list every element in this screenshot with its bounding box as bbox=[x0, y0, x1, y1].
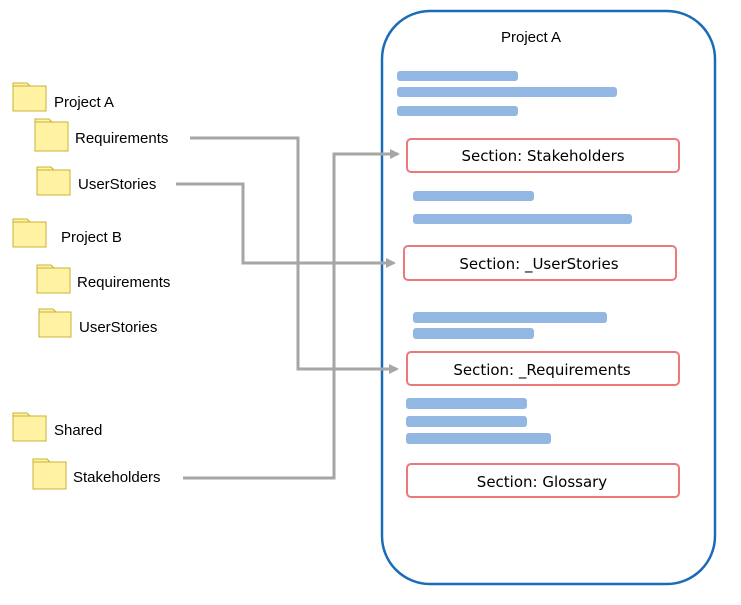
folder-icon bbox=[36, 166, 71, 196]
folder-label-stakeholders: Stakeholders bbox=[73, 469, 161, 486]
section-box bbox=[406, 351, 680, 386]
section-label: Section: Stakeholders bbox=[461, 147, 624, 165]
arrow-requirements-to-section bbox=[190, 136, 399, 374]
section-label: Section: _UserStories bbox=[459, 255, 618, 274]
folder-icon bbox=[12, 218, 47, 248]
text-line-placeholder bbox=[413, 328, 534, 339]
folder-icon bbox=[32, 458, 67, 490]
folder-label-userstories: UserStories bbox=[79, 319, 157, 336]
section-box bbox=[406, 463, 680, 498]
folder-project-b[interactable]: Project B bbox=[12, 218, 122, 248]
folder-tree: Project A Requirements UserStories Proje… bbox=[12, 82, 170, 490]
text-line-placeholder bbox=[413, 191, 534, 201]
text-line-placeholder bbox=[397, 106, 518, 116]
text-line-placeholder bbox=[406, 433, 551, 444]
folder-shared[interactable]: Shared bbox=[12, 412, 102, 442]
folder-project-a[interactable]: Project A bbox=[12, 82, 114, 112]
section-label: Section: Glossary bbox=[477, 473, 608, 491]
text-line-placeholder bbox=[406, 398, 527, 409]
folder-label-userstories: UserStories bbox=[78, 176, 156, 193]
folder-label-shared: Shared bbox=[54, 422, 102, 439]
section-userstories[interactable]: Section: _UserStories bbox=[403, 245, 677, 281]
section-requirements[interactable]: Section: _Requirements bbox=[406, 351, 680, 386]
folder-label-requirements: Requirements bbox=[77, 274, 170, 291]
text-line-placeholder bbox=[413, 214, 632, 224]
folder-shared-stakeholders[interactable]: Stakeholders bbox=[32, 458, 161, 490]
folder-project-a-userstories[interactable]: UserStories bbox=[36, 166, 156, 196]
folder-icon bbox=[38, 308, 72, 338]
connectors bbox=[176, 136, 400, 480]
arrow-stakeholders-to-section bbox=[183, 149, 400, 480]
section-box bbox=[406, 138, 680, 173]
folder-label-project-a: Project A bbox=[54, 94, 114, 111]
folder-label-project-b: Project B bbox=[61, 229, 122, 246]
folder-label-requirements: Requirements bbox=[75, 130, 168, 147]
section-glossary[interactable]: Section: Glossary bbox=[406, 463, 680, 498]
document-title: Project A bbox=[501, 29, 561, 46]
folder-project-a-requirements[interactable]: Requirements bbox=[34, 118, 168, 152]
section-label: Section: _Requirements bbox=[453, 361, 631, 380]
text-line-placeholder bbox=[397, 87, 617, 97]
document-panel: Project A Section: Stakeholders Section:… bbox=[380, 9, 717, 586]
placeholder-lines bbox=[397, 71, 632, 444]
folder-project-b-requirements[interactable]: Requirements bbox=[36, 264, 170, 294]
folder-icon bbox=[12, 82, 47, 112]
text-line-placeholder bbox=[413, 312, 607, 323]
folder-project-b-userstories[interactable]: UserStories bbox=[38, 308, 157, 338]
section-box bbox=[403, 245, 677, 281]
text-line-placeholder bbox=[406, 416, 527, 427]
folder-icon bbox=[12, 412, 47, 442]
section-stakeholders[interactable]: Section: Stakeholders bbox=[406, 138, 680, 173]
folder-icon bbox=[34, 118, 69, 152]
text-line-placeholder bbox=[397, 71, 518, 81]
arrow-userstories-to-section bbox=[176, 182, 396, 268]
folder-icon bbox=[36, 264, 71, 294]
